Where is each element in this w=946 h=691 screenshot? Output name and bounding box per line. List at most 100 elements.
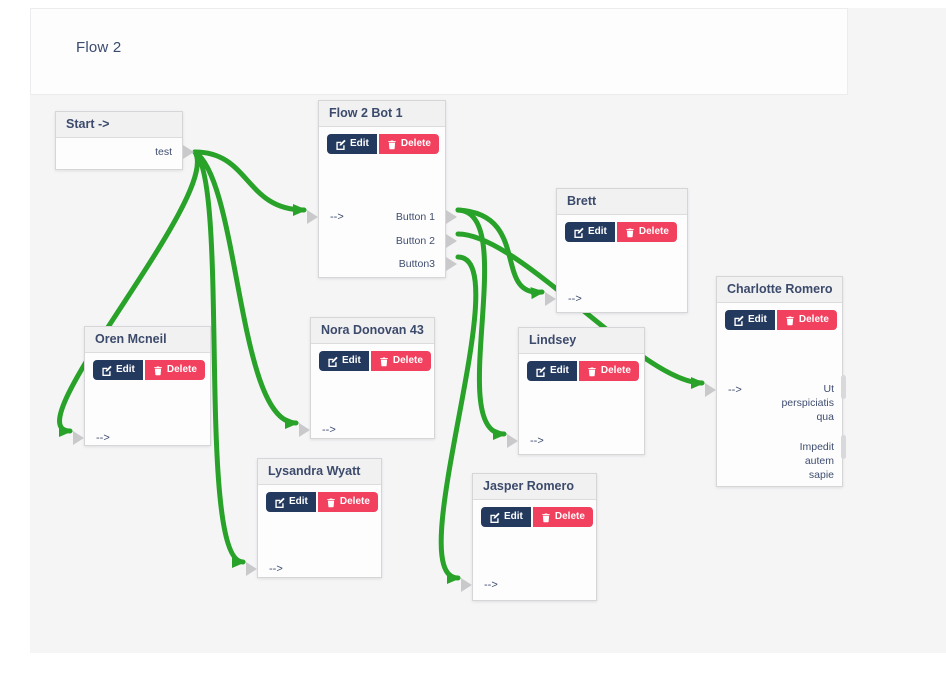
node-body: Edit Delete --> bbox=[246, 492, 381, 585]
delete-button[interactable]: Delete bbox=[532, 507, 593, 527]
input-port[interactable] bbox=[307, 210, 318, 224]
trash-icon bbox=[541, 512, 551, 523]
output-port-button1[interactable] bbox=[446, 210, 457, 224]
node-body: Edit Delete --> bbox=[545, 222, 687, 320]
delete-button-label: Delete bbox=[392, 355, 423, 366]
node-title[interactable]: Jasper Romero bbox=[473, 474, 596, 500]
output-port-test[interactable] bbox=[183, 145, 194, 159]
trash-icon bbox=[587, 366, 597, 377]
delete-button[interactable]: Delete bbox=[378, 134, 439, 154]
output-port-tab[interactable] bbox=[841, 375, 846, 399]
delete-button[interactable]: Delete bbox=[616, 222, 677, 242]
node-title[interactable]: Start -> bbox=[56, 112, 182, 138]
output-label-button1: Button 1 bbox=[395, 211, 435, 223]
input-port-label: --> bbox=[96, 432, 110, 444]
output-port-button3[interactable] bbox=[446, 257, 457, 271]
flow-node-nora[interactable]: Nora Donovan 43 Edit Delete --> bbox=[299, 317, 435, 439]
node-action-buttons: Edit Delete bbox=[481, 507, 593, 527]
output-label-test: test bbox=[155, 146, 172, 158]
delete-button[interactable]: Delete bbox=[578, 361, 639, 381]
trash-icon bbox=[387, 139, 397, 150]
output-port-button2[interactable] bbox=[446, 234, 457, 248]
input-port[interactable] bbox=[507, 434, 518, 448]
edit-button[interactable]: Edit bbox=[481, 507, 531, 527]
flow-node-bot1[interactable]: Flow 2 Bot 1 Edit Delete --> Button 1 Button … bbox=[307, 100, 457, 278]
delete-button-label: Delete bbox=[600, 365, 631, 376]
node-title[interactable]: Nora Donovan 43 bbox=[311, 318, 434, 344]
delete-button-label: Delete bbox=[554, 511, 585, 522]
input-port-label: --> bbox=[322, 424, 336, 436]
edit-button-label: Edit bbox=[342, 355, 361, 366]
edit-button-label: Edit bbox=[748, 314, 767, 325]
node-title[interactable]: Oren Mcneil bbox=[85, 327, 210, 353]
delete-button[interactable]: Delete bbox=[317, 492, 378, 512]
edit-button[interactable]: Edit bbox=[565, 222, 615, 242]
edit-button[interactable]: Edit bbox=[527, 361, 577, 381]
pencil-icon bbox=[733, 315, 744, 326]
node-body: Edit Delete --> bbox=[507, 361, 644, 462]
node-action-buttons: Edit Delete bbox=[93, 360, 205, 380]
input-port-label: --> bbox=[269, 563, 283, 575]
node-action-buttons: Edit Delete bbox=[527, 361, 639, 381]
node-title[interactable]: Flow 2 Bot 1 bbox=[319, 101, 445, 127]
edit-button-label: Edit bbox=[350, 138, 369, 149]
edit-button[interactable]: Edit bbox=[725, 310, 775, 330]
input-port-label: --> bbox=[530, 435, 544, 447]
pencil-icon bbox=[274, 497, 285, 508]
node-action-buttons: Edit Delete bbox=[266, 492, 378, 512]
trash-icon bbox=[379, 356, 389, 367]
delete-button-label: Delete bbox=[339, 496, 370, 507]
node-body: Edit Delete --> bbox=[299, 351, 434, 446]
node-body: Edit Delete --> bbox=[73, 360, 210, 453]
input-port-label: --> bbox=[330, 211, 344, 223]
input-port[interactable] bbox=[299, 423, 310, 437]
pencil-icon bbox=[327, 356, 338, 367]
node-title[interactable]: Lindsey bbox=[519, 328, 644, 354]
input-port[interactable] bbox=[246, 562, 257, 576]
input-port[interactable] bbox=[545, 292, 556, 306]
edit-button[interactable]: Edit bbox=[93, 360, 143, 380]
input-port-label: --> bbox=[484, 579, 498, 591]
output-label-button2: Button 2 bbox=[395, 235, 435, 247]
delete-button[interactable]: Delete bbox=[370, 351, 431, 371]
delete-button-label: Delete bbox=[166, 364, 197, 375]
input-port[interactable] bbox=[705, 383, 716, 397]
node-title[interactable]: Charlotte Romero bbox=[717, 277, 842, 303]
pencil-icon bbox=[573, 227, 584, 238]
edit-button[interactable]: Edit bbox=[327, 134, 377, 154]
edit-button[interactable]: Edit bbox=[319, 351, 369, 371]
node-title[interactable]: Lysandra Wyatt bbox=[258, 459, 381, 485]
node-body: Edit Delete --> bbox=[461, 507, 596, 608]
edit-button-label: Edit bbox=[550, 365, 569, 376]
edit-button-label: Edit bbox=[116, 364, 135, 375]
input-port-label: --> bbox=[568, 293, 582, 305]
edit-button-label: Edit bbox=[588, 226, 607, 237]
delete-button[interactable]: Delete bbox=[776, 310, 837, 330]
trash-icon bbox=[153, 365, 163, 376]
node-action-buttons: Edit Delete bbox=[319, 351, 431, 371]
node-action-buttons: Edit Delete bbox=[725, 310, 837, 330]
input-port-label: --> bbox=[728, 384, 742, 396]
input-port[interactable] bbox=[461, 578, 472, 592]
edit-button[interactable]: Edit bbox=[266, 492, 316, 512]
input-port[interactable] bbox=[73, 431, 84, 445]
output-label-button3: Button3 bbox=[398, 258, 435, 270]
node-action-buttons: Edit Delete bbox=[327, 134, 439, 154]
flow-node-start[interactable]: Start -> test bbox=[55, 111, 194, 170]
edit-button-label: Edit bbox=[289, 496, 308, 507]
node-title[interactable]: Brett bbox=[557, 189, 687, 215]
delete-button-label: Delete bbox=[798, 314, 829, 325]
flow-title: Flow 2 bbox=[76, 39, 122, 56]
output-port-tab[interactable] bbox=[841, 435, 846, 459]
trash-icon bbox=[785, 315, 795, 326]
delete-button[interactable]: Delete bbox=[144, 360, 205, 380]
trash-icon bbox=[625, 227, 635, 238]
